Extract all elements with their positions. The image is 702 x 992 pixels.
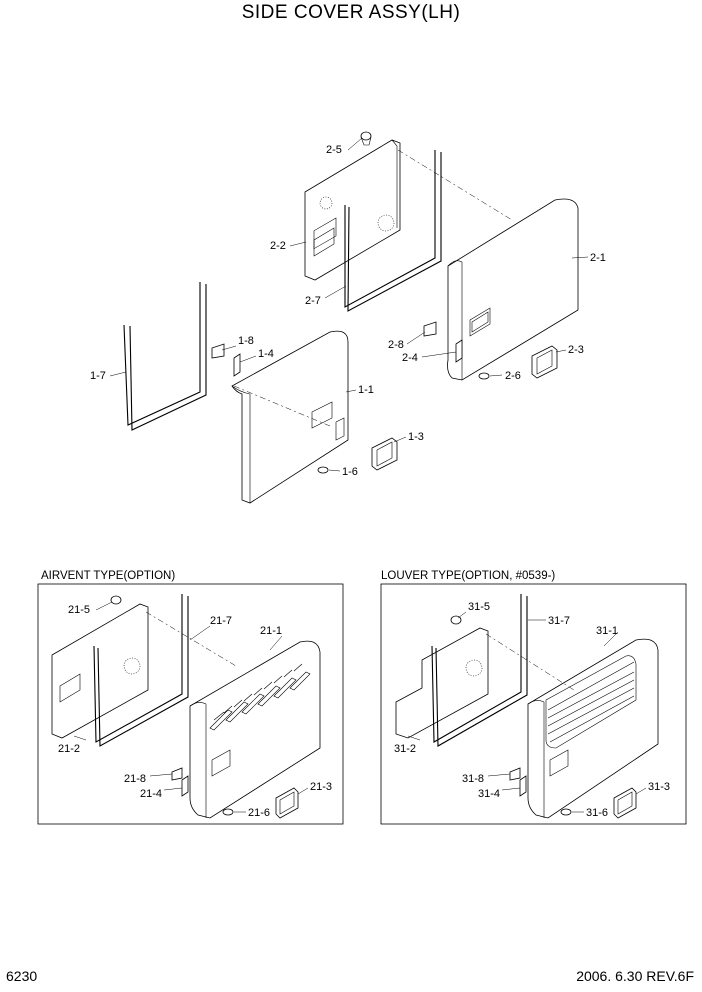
part-1-7-seal [123,282,207,431]
part-31-1-outer-cover [527,638,659,819]
part-21-6-nut [222,808,234,816]
part-1-8-pin [211,343,225,359]
part-2-3-handle [531,345,558,379]
label-31-3: 31-3 [648,781,670,793]
part-31-4-latch [519,775,527,797]
part-1-3-handle [371,437,398,471]
part-31-7-seal [431,594,528,747]
leader-lines-louver [407,611,647,813]
part-2-6-nut [478,372,490,380]
label-2-8: 2-8 [388,339,404,351]
label-2-7: 2-7 [305,295,321,307]
part-2-1-outer-cover [447,198,579,381]
leader-lines-airvent [73,601,309,813]
part-21-3-handle [275,787,299,819]
part-31-3-handle [613,787,637,819]
louver-caption: LOUVER TYPE(OPTION, #0539-) [381,570,556,582]
label-21-8: 21-8 [124,773,146,785]
page-title: SIDE COVER ASSY(LH) [241,2,461,23]
label-31-2: 31-2 [394,743,416,755]
label-2-3: 2-3 [568,344,584,356]
label-1-7: 1-7 [90,370,106,382]
label-1-3: 1-3 [408,431,424,443]
part-31-6-nut [560,808,572,816]
page-code: 6230 [6,968,38,984]
label-21-4: 21-4 [140,788,162,800]
label-21-5: 21-5 [68,604,90,616]
part-21-2-inner-panel [51,603,149,739]
alignment-line [485,633,575,691]
label-31-4: 31-4 [478,788,500,800]
part-1-4-latch [233,353,241,377]
part-1-6-nut [317,466,329,474]
louver-frame [380,583,687,825]
part-21-8-pin [171,767,183,781]
label-2-6: 2-6 [505,370,521,382]
alignment-line [233,385,331,427]
label-21-2: 21-2 [58,743,80,755]
label-31-5: 31-5 [468,601,490,613]
label-2-1: 2-1 [590,252,606,264]
airvent-frame [37,583,344,825]
part-2-4-latch [455,339,463,363]
airvent-caption: AIRVENT TYPE(OPTION) [41,570,176,582]
label-2-5: 2-5 [326,144,342,156]
part-31-5-bolt [450,615,462,625]
label-1-6: 1-6 [342,466,358,478]
part-31-2-inner-panel [395,627,489,739]
part-21-4-latch [181,775,189,797]
part-2-5-bolt [360,131,372,146]
label-31-8: 31-8 [462,773,484,785]
label-2-4: 2-4 [402,352,418,364]
label-2-2: 2-2 [270,240,286,252]
part-2-2-inner-panel [304,139,401,281]
alignment-line [397,149,513,221]
label-1-8: 1-8 [238,335,254,347]
part-21-5-bolt [110,595,122,605]
part-21-1-outer-cover [189,640,321,819]
part-21-7-seal [93,594,189,747]
label-21-3: 21-3 [310,781,332,793]
label-21-7: 21-7 [210,615,232,627]
label-31-6: 31-6 [586,807,608,819]
label-31-7: 31-7 [548,615,570,627]
leader-lines-main [109,137,589,472]
label-21-6: 21-6 [248,807,270,819]
label-21-1: 21-1 [260,625,282,637]
label-1-1: 1-1 [358,384,374,396]
part-1-1-cover [231,330,349,504]
part-2-7-seal [344,150,442,312]
part-31-8-pin [509,767,521,781]
part-2-8-pin [423,321,437,337]
revision-date: 2006. 6.30 REV.6F [576,968,694,984]
label-1-4: 1-4 [258,348,274,360]
label-31-1: 31-1 [596,625,618,637]
